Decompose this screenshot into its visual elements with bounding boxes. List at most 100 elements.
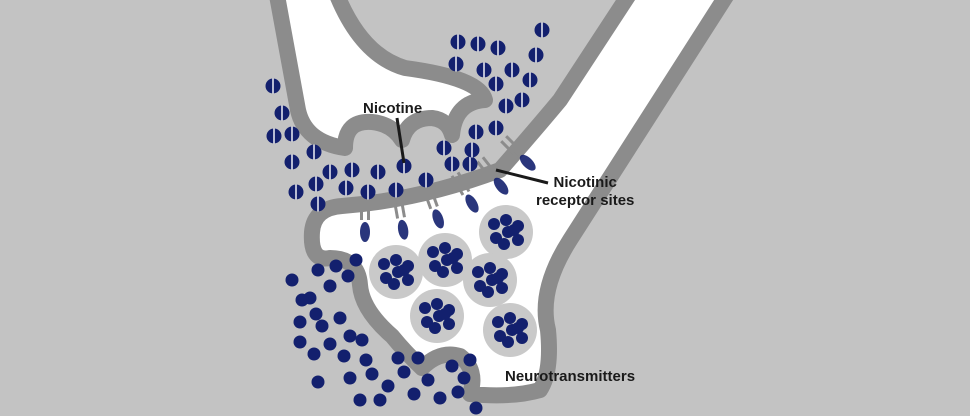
nicotine-molecule bbox=[338, 180, 354, 196]
neurotransmitter-dot bbox=[315, 319, 329, 333]
neurotransmitter-dot bbox=[469, 401, 483, 415]
nicotine-molecule bbox=[274, 105, 290, 121]
nicotine-molecule bbox=[514, 92, 530, 108]
neurotransmitter-dot bbox=[439, 242, 451, 254]
receptor-label-line2: receptor sites bbox=[536, 192, 635, 209]
nicotine-pointer bbox=[395, 117, 406, 164]
neurotransmitter-dot bbox=[402, 274, 414, 286]
nicotine-molecule bbox=[284, 154, 300, 170]
nicotine-molecule bbox=[370, 164, 386, 180]
receptor-site bbox=[392, 195, 409, 240]
neurotransmitter-dot bbox=[512, 322, 524, 334]
neurotransmitter-dots bbox=[285, 253, 483, 415]
neurotransmitter-dot bbox=[421, 373, 435, 387]
vesicles bbox=[369, 205, 537, 357]
neurotransmitter-dot bbox=[390, 254, 402, 266]
neurotransmitter-dot bbox=[482, 286, 494, 298]
neurotransmitter-dot bbox=[353, 393, 367, 407]
nicotine-molecule bbox=[464, 142, 480, 158]
neurotransmitter-dot bbox=[484, 262, 496, 274]
neurotransmitter-dot bbox=[343, 329, 357, 343]
nicotine-molecule bbox=[476, 62, 492, 78]
neurotransmitter-dot bbox=[311, 375, 325, 389]
nicotine-molecule bbox=[306, 144, 322, 160]
neurotransmitter-dot bbox=[508, 224, 520, 236]
neurotransmitter-dot bbox=[496, 282, 508, 294]
neurotransmitter-dot bbox=[492, 316, 504, 328]
receptor-site bbox=[500, 135, 536, 171]
neurotransmitter-dot bbox=[431, 298, 443, 310]
nicotine-molecule bbox=[470, 36, 486, 52]
receptor-site bbox=[421, 185, 444, 229]
neurotransmitter-dot bbox=[323, 279, 337, 293]
neurotransmitter-dot bbox=[307, 347, 321, 361]
neurotransmitter-dot bbox=[433, 391, 447, 405]
vesicle bbox=[369, 245, 423, 299]
neurotransmitter-dot bbox=[516, 332, 528, 344]
neurotransmitter-dot bbox=[492, 272, 504, 284]
neurotransmitter-dot bbox=[333, 311, 347, 325]
neurotransmitter-dot bbox=[391, 351, 405, 365]
neurotransmitter-dot bbox=[443, 318, 455, 330]
receptor-sites bbox=[360, 135, 536, 242]
neurotransmitter-dot bbox=[451, 262, 463, 274]
neurotransmitter-dot bbox=[500, 214, 512, 226]
neurotransmitter-dot bbox=[451, 385, 465, 399]
receptor-label: Nicotinic receptor sites bbox=[536, 174, 634, 210]
vesicle bbox=[418, 233, 472, 287]
nicotine-molecule bbox=[488, 76, 504, 92]
nicotine-molecule bbox=[534, 22, 550, 38]
neurotransmitter-dot bbox=[512, 234, 524, 246]
receptor-site bbox=[476, 156, 509, 195]
neurotransmitter-dot bbox=[343, 371, 357, 385]
vesicle bbox=[483, 303, 537, 357]
receptor-label-line1: Nicotinic bbox=[553, 174, 617, 191]
nicotine-molecule bbox=[288, 184, 304, 200]
nicotine-molecule bbox=[322, 164, 338, 180]
neurotransmitter-dot bbox=[463, 353, 477, 367]
neurotransmitter-dot bbox=[309, 307, 323, 321]
nicotine-molecules bbox=[265, 22, 550, 212]
neurotransmitter-dot bbox=[365, 367, 379, 381]
neurotransmitter-dot bbox=[323, 337, 337, 351]
nicotine-molecule bbox=[522, 72, 538, 88]
nicotine-molecule bbox=[444, 156, 460, 172]
neurotransmitter-dot bbox=[293, 335, 307, 349]
nicotine-molecule bbox=[448, 56, 464, 72]
neurotransmitter-dot bbox=[439, 308, 451, 320]
neurotransmitter-dot bbox=[504, 312, 516, 324]
nicotine-molecule bbox=[344, 162, 360, 178]
nicotine-molecule bbox=[498, 98, 514, 114]
receptor-pointer bbox=[495, 168, 549, 185]
neurotransmitter-dot bbox=[447, 252, 459, 264]
nicotine-label: Nicotine bbox=[363, 100, 423, 117]
neurotransmitter-dot bbox=[411, 351, 425, 365]
vesicle bbox=[479, 205, 533, 259]
nicotine-molecule bbox=[436, 140, 452, 156]
neurotransmitter-dot bbox=[437, 266, 449, 278]
vesicle bbox=[463, 253, 517, 307]
nicotine-molecule bbox=[265, 78, 281, 94]
neurotransmitter-dot bbox=[337, 349, 351, 363]
neurotransmitter-dot bbox=[373, 393, 387, 407]
nicotine-molecule bbox=[418, 172, 434, 188]
nicotine-molecule bbox=[360, 184, 376, 200]
nicotine-molecule bbox=[528, 47, 544, 63]
neurotransmitters-label: Neurotransmitters bbox=[505, 368, 636, 385]
neurotransmitter-dot bbox=[498, 238, 510, 250]
neurotransmitter-dot bbox=[329, 259, 343, 273]
nicotine-molecule bbox=[490, 40, 506, 56]
nicotine-molecule bbox=[266, 128, 282, 144]
neurotransmitter-dot bbox=[378, 258, 390, 270]
neurotransmitter-dot bbox=[397, 365, 411, 379]
neurotransmitter-dot bbox=[419, 302, 431, 314]
presynaptic-neuron bbox=[269, 0, 493, 156]
neurotransmitter-dot bbox=[407, 387, 421, 401]
neurotransmitter-dot bbox=[502, 336, 514, 348]
neurotransmitter-dot bbox=[311, 263, 325, 277]
neurotransmitter-dot bbox=[445, 359, 459, 373]
neurotransmitter-dot bbox=[457, 371, 471, 385]
neurotransmitter-dot bbox=[341, 269, 355, 283]
nicotine-molecule bbox=[308, 176, 324, 192]
